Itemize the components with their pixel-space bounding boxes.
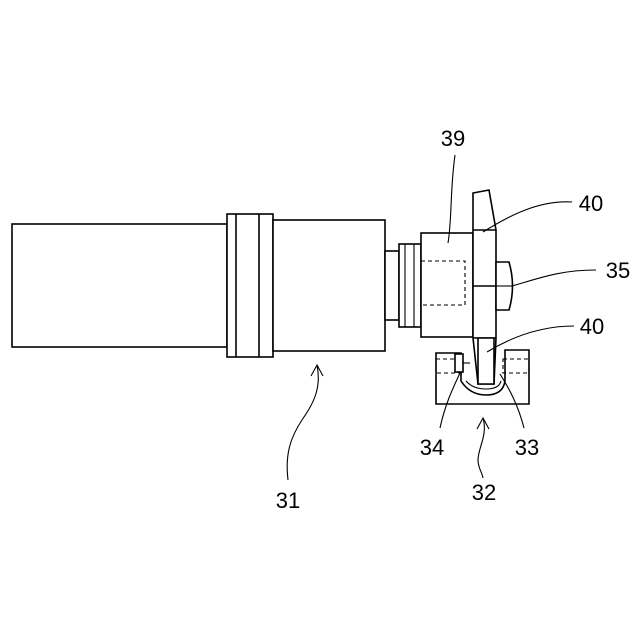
leader-40-bottom bbox=[487, 326, 574, 352]
label-35: 35 bbox=[606, 258, 630, 283]
motor-front-housing bbox=[273, 220, 385, 351]
label-40-top: 40 bbox=[579, 191, 603, 216]
shaft-joint bbox=[399, 244, 421, 327]
motor-assembly bbox=[12, 214, 385, 357]
bolt bbox=[496, 262, 513, 310]
motor-flange bbox=[227, 214, 273, 357]
motor-body bbox=[12, 224, 227, 347]
label-39: 39 bbox=[441, 126, 465, 151]
leader-32 bbox=[478, 418, 484, 478]
label-31: 31 bbox=[276, 488, 300, 513]
plate-tongue bbox=[478, 338, 494, 384]
hub-block bbox=[421, 233, 473, 337]
leader-39 bbox=[448, 155, 455, 243]
label-34: 34 bbox=[420, 435, 444, 460]
label-40-bottom: 40 bbox=[580, 314, 604, 339]
hub-body bbox=[421, 233, 473, 337]
leader-35 bbox=[512, 270, 596, 286]
label-33: 33 bbox=[515, 435, 539, 460]
screw-head bbox=[455, 354, 463, 372]
shaft-coupling bbox=[385, 244, 421, 327]
shaft-collar bbox=[385, 251, 399, 320]
rotating-plate bbox=[473, 190, 496, 384]
leader-31 bbox=[287, 365, 318, 480]
label-32: 32 bbox=[472, 480, 496, 505]
